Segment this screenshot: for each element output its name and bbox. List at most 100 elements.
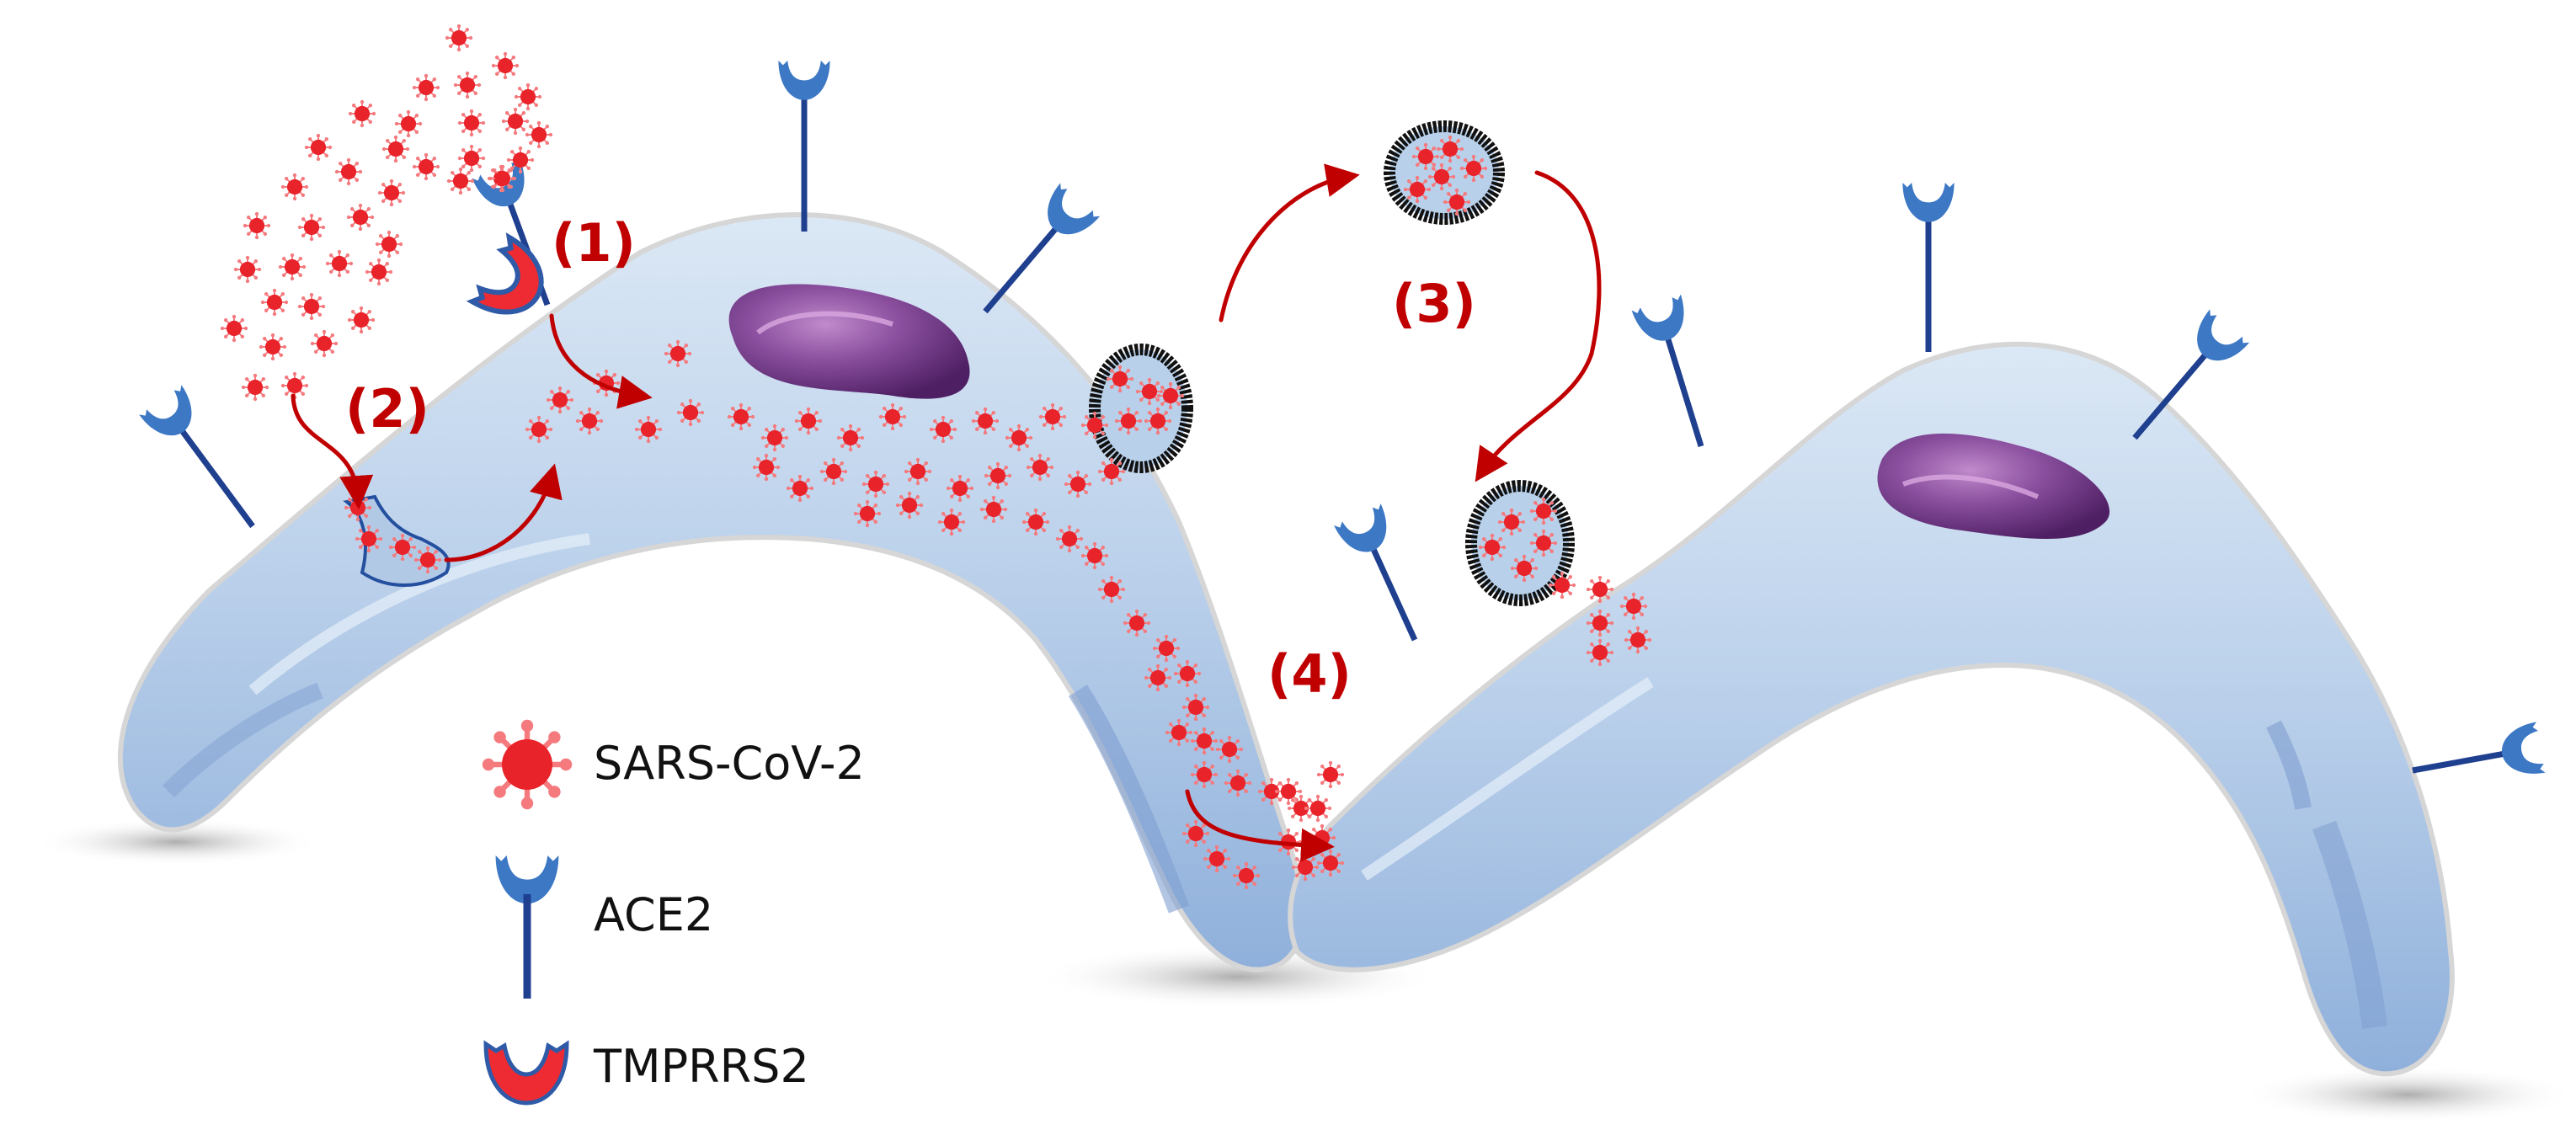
sars-cov-2-virion-icon <box>794 407 823 435</box>
sars-cov-2-virion-icon <box>394 109 423 138</box>
sars-cov-2-virion-icon <box>546 386 574 414</box>
sars-cov-2-virion-icon <box>457 109 486 137</box>
sars-cov-2-virion-icon <box>1064 470 1092 498</box>
sars-cov-2-virion-icon <box>334 157 363 186</box>
sars-cov-2-virion-icon <box>1144 407 1172 435</box>
sars-cov-2-virion-icon <box>1203 845 1231 873</box>
sars-cov-2-virion-icon <box>1478 533 1507 562</box>
nucleus-icon <box>1877 433 2110 539</box>
sars-cov-2-virion-icon <box>1190 760 1219 789</box>
sars-cov-2-virion-icon <box>1106 365 1134 393</box>
sars-cov-2-virion-icon <box>483 720 572 809</box>
sars-cov-2-virion-icon <box>1038 402 1067 431</box>
sars-cov-2-virion-icon <box>836 424 865 452</box>
sars-cov-2-virion-icon <box>1114 407 1143 435</box>
sars-cov-2-virion-icon <box>1080 541 1109 570</box>
sars-cov-2-virion-icon <box>971 407 1000 435</box>
sars-cov-2-virion-icon <box>325 249 354 278</box>
sars-cov-2-virion-icon <box>1097 575 1126 604</box>
sars-cov-2-virion-icon <box>1529 497 1558 525</box>
sars-cov-2-virion-icon <box>1144 663 1172 692</box>
sars-cov-2-virion-icon <box>297 292 326 321</box>
sars-cov-2-virion-icon <box>412 152 440 181</box>
sars-cov-2-virion-icon <box>1165 718 1193 747</box>
sars-cov-2-virion-icon <box>946 474 974 503</box>
sars-cov-2-virion-icon <box>1005 424 1033 452</box>
sars-cov-2-virion-icon <box>453 71 482 99</box>
sars-cov-2-virion-icon <box>1080 411 1109 440</box>
sars-cov-2-virion-icon <box>786 474 814 503</box>
sars-cov-2-virion-icon <box>1459 154 1488 183</box>
sars-cov-2-virion-icon <box>1586 609 1614 637</box>
sars-cov-2-virion-icon <box>1152 634 1181 663</box>
sars-cov-2-virion-icon <box>853 499 882 528</box>
sars-cov-2-virion-icon <box>1097 457 1126 486</box>
sars-cov-2-virion-icon <box>984 461 1012 490</box>
arrow-step-1 <box>549 313 653 409</box>
sars-cov-2-virion-icon <box>388 533 417 562</box>
legend-icons <box>483 720 572 1106</box>
sars-cov-2-virion-icon <box>412 73 440 102</box>
arrow-step-3-up <box>1219 163 1360 322</box>
sars-cov-2-virion-icon <box>1304 794 1332 823</box>
ace2-receptor-icon <box>2132 309 2250 440</box>
sars-cov-2-virion-icon <box>1436 135 1464 163</box>
sars-cov-2-virion-icon <box>1548 571 1576 599</box>
sars-cov-2-virion-icon <box>676 398 705 427</box>
sars-cov-2-virion-icon <box>1156 381 1185 410</box>
sars-cov-2-virion-icon <box>346 203 375 232</box>
sars-cov-2-virion-icon <box>501 107 530 136</box>
sars-cov-2-virion-icon <box>1443 188 1471 216</box>
legend-label-tmprss2: TMPRRS2 <box>594 1040 809 1093</box>
sars-cov-2-virion-icon <box>525 415 553 444</box>
sars-cov-2-virion-icon <box>760 424 789 452</box>
sars-cov-2-virion-icon <box>233 255 262 284</box>
sars-cov-2-virion-icon <box>1586 575 1614 604</box>
sars-cov-2-virion-icon <box>575 407 604 435</box>
sars-cov-2-virion-icon <box>1403 175 1432 204</box>
sars-cov-2-virion-icon <box>1215 735 1244 764</box>
step-label-1: (1) <box>552 212 636 274</box>
nucleus-icon <box>728 284 970 399</box>
sars-cov-2-virion-icon <box>1232 861 1261 890</box>
ace2-receptor-icon <box>495 855 559 999</box>
sars-cov-2-virion-icon <box>727 402 755 431</box>
sars-cov-2-virion-icon <box>1021 508 1050 536</box>
pathway-arrows <box>291 163 1602 862</box>
sars-cov-2-virion-icon <box>220 314 248 343</box>
sars-cov-2-virion-icon <box>243 211 271 240</box>
sars-cov-2-virion-icon <box>1123 609 1151 637</box>
sars-cov-2-virion-icon <box>819 457 848 486</box>
sars-cov-2-virion-icon <box>664 339 692 368</box>
left-epithelial-cell <box>117 212 1306 972</box>
sars-cov-2-virion-icon <box>413 546 442 574</box>
ace2-receptor-icon <box>2412 722 2546 780</box>
step-label-3: (3) <box>1392 273 1476 334</box>
sars-cov-2-virion-icon <box>1586 638 1614 667</box>
sars-cov-2-virion-icon <box>446 167 475 195</box>
sars-cov-2-virion-icon <box>297 213 326 242</box>
tmprss2-protease-icon <box>466 232 544 315</box>
sars-cov-2-virion-icon <box>260 288 289 317</box>
sars-cov-2-virion-icon <box>1510 554 1539 583</box>
sars-cov-2-virion-icon <box>488 164 517 193</box>
sars-cov-2-virion-icon <box>304 133 333 162</box>
sars-cov-2-virion-icon <box>280 173 309 201</box>
sars-cov-2-virion-icon <box>904 457 932 486</box>
sars-cov-2-virion-icon <box>1274 777 1303 806</box>
sars-cov-2-virion-icon <box>381 135 410 163</box>
sars-cov-2-virion-icon <box>355 525 383 553</box>
sars-cov-2-virion-icon <box>1190 727 1219 755</box>
sars-cov-2-virion-icon <box>375 230 403 258</box>
sars-cov-2-virion-icon <box>1427 163 1456 191</box>
sars-cov-2-virion-icon <box>1173 659 1202 688</box>
sars-cov-2-virion-icon <box>1135 377 1164 406</box>
sars-cov-2-virion-icon <box>1411 142 1440 171</box>
sars-cov-2-virion-icon <box>347 306 376 334</box>
sars-cov-2-virion-icon <box>1619 592 1648 621</box>
sars-cov-2-virion-icon <box>1026 453 1054 482</box>
sars-cov-2-virion-icon <box>310 329 339 358</box>
arrow-step-4 <box>1185 789 1335 862</box>
